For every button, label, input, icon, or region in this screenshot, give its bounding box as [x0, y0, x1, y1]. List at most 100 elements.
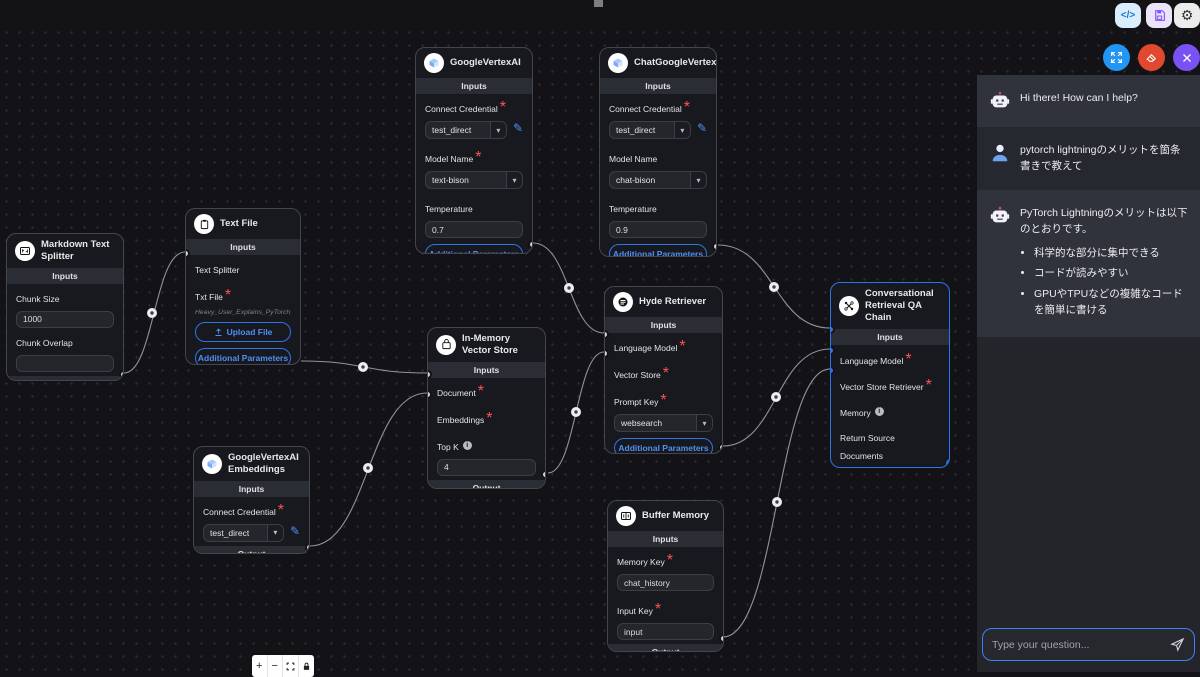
settings-button[interactable]: ⚙	[1174, 3, 1200, 28]
node-title: Hyde Retriever	[639, 296, 706, 308]
top-k-input[interactable]	[437, 459, 536, 476]
additional-parameters-button[interactable]: Additional Parameters	[195, 348, 291, 365]
chat-message-user: pytorch lightningのメリットを箇条書きで教えて	[977, 127, 1200, 190]
canvas-controls: + −	[252, 655, 314, 677]
api-code-button[interactable]: </>	[1115, 3, 1141, 28]
user-avatar	[989, 142, 1011, 164]
edit-credential-icon[interactable]: ✎	[513, 122, 523, 134]
required-marker: *	[926, 377, 932, 394]
model-select[interactable]: chat-bison▾	[609, 171, 707, 189]
input-handle-vector-store-retriever[interactable]	[830, 346, 835, 355]
input-handle-vector-store[interactable]	[604, 349, 609, 358]
memory-label: Memory	[840, 408, 871, 418]
txt-file-label: Txt File	[195, 292, 223, 302]
output-section-header: Output	[194, 546, 309, 554]
input-handle-embeddings[interactable]	[427, 390, 432, 399]
model-select[interactable]: text-bison▾	[425, 171, 523, 189]
required-marker: *	[679, 338, 685, 355]
inputs-section-header: Inputs	[428, 362, 545, 378]
zoom-in-button[interactable]: +	[252, 655, 268, 677]
save-chatflow-button[interactable]	[1146, 3, 1172, 28]
vector-store-label: Vector Store	[614, 370, 661, 380]
required-marker: *	[225, 287, 231, 304]
retriever-icon	[613, 292, 633, 312]
chat-bullet: GPUやTPUなどの複雑なコードを簡単に書ける	[1034, 286, 1188, 319]
model-name-label: Model Name	[425, 154, 473, 164]
close-icon	[1181, 52, 1193, 64]
memory-key-input[interactable]	[617, 574, 714, 591]
edit-credential-icon[interactable]: ✎	[290, 525, 300, 537]
node-text-file[interactable]: Text File Inputs Text Splitter Txt File*…	[185, 208, 301, 365]
node-title: Text File	[220, 218, 258, 230]
node-title: In-Memory Vector Store	[462, 333, 537, 357]
temperature-input[interactable]	[425, 221, 523, 238]
zoom-out-button[interactable]: −	[268, 655, 284, 677]
close-chat-button[interactable]	[1173, 44, 1200, 71]
additional-parameters-button[interactable]: Additional Parameters	[609, 244, 707, 257]
memory-key-label: Memory Key	[617, 557, 665, 567]
chat-message-bot: PyTorch Lightningのメリットは以下のとおりです。 科学的な部分に…	[977, 190, 1200, 338]
credential-select[interactable]: test_direct▾	[425, 121, 507, 139]
embeddings-label: Embeddings	[437, 415, 484, 425]
temperature-input[interactable]	[609, 221, 707, 238]
chat-input-box[interactable]	[982, 628, 1195, 661]
node-hyde-retriever[interactable]: Hyde Retriever Inputs Language Model* Ve…	[604, 286, 723, 454]
lock-icon	[302, 662, 311, 671]
credential-label: Connect Credential	[203, 507, 276, 517]
additional-parameters-button[interactable]: Additional Parameters	[614, 438, 713, 454]
output-handle[interactable]	[712, 242, 717, 251]
required-marker: *	[655, 601, 661, 618]
additional-parameters-button[interactable]: Additional Parameters	[425, 244, 523, 254]
chevron-down-icon: ▾	[690, 172, 706, 188]
chevron-down-icon: ▾	[674, 122, 690, 138]
input-handle-memory[interactable]	[830, 366, 835, 375]
temperature-label: Temperature	[425, 204, 473, 214]
inputs-section-header: Inputs	[194, 481, 309, 497]
chunk-overlap-input[interactable]	[16, 355, 114, 372]
vertex-ai-icon	[608, 53, 628, 73]
node-google-vertex-ai-embeddings[interactable]: GoogleVertexAI Embeddings Inputs Connect…	[193, 446, 310, 554]
code-icon: </>	[1121, 10, 1135, 21]
fit-view-icon	[286, 662, 295, 671]
clipboard-icon	[194, 214, 214, 234]
node-markdown-text-splitter[interactable]: Markdown Text Splitter Inputs Chunk Size…	[6, 233, 124, 381]
clear-chat-button[interactable]	[1138, 44, 1165, 71]
zoom-in-icon: +	[256, 660, 262, 672]
chat-question-input[interactable]	[992, 639, 1170, 651]
top-k-label: Top K	[437, 442, 459, 452]
lock-button[interactable]	[299, 655, 315, 677]
prompt-key-select[interactable]: websearch▾	[614, 414, 713, 432]
credential-label: Connect Credential	[609, 104, 682, 114]
node-conversational-retrieval-qa-chain[interactable]: Conversational Retrieval QA Chain Inputs…	[830, 282, 950, 468]
node-buffer-memory[interactable]: Buffer Memory Inputs Memory Key* Input K…	[607, 500, 724, 652]
fit-view-button[interactable]	[283, 655, 299, 677]
output-handle[interactable]	[719, 634, 724, 643]
inputs-section-header: Inputs	[186, 239, 300, 255]
credential-select[interactable]: test_direct▾	[609, 121, 691, 139]
uploaded-filename: Heavy_User_Explains_PyTorch_Lightning.tx…	[195, 309, 291, 316]
node-chat-google-vertex-ai[interactable]: ChatGoogleVertexAI Inputs Connect Creden…	[599, 47, 717, 257]
inputs-section-header: Inputs	[7, 268, 123, 284]
vector-store-retriever-label: Vector Store Retriever	[840, 382, 924, 392]
chat-message-text: Hi there! How can I help?	[1020, 90, 1138, 112]
send-icon[interactable]	[1170, 637, 1185, 652]
credential-select[interactable]: test_direct▾	[203, 524, 284, 542]
chunk-size-input[interactable]	[16, 311, 114, 328]
markdown-splitter-icon	[15, 241, 35, 261]
required-marker: *	[486, 410, 492, 427]
expand-chat-button[interactable]	[1103, 44, 1130, 71]
input-handle-language-model[interactable]	[604, 330, 609, 339]
input-handle[interactable]	[185, 249, 190, 258]
output-handle[interactable]	[541, 470, 546, 479]
input-key-input[interactable]	[617, 623, 714, 640]
text-splitter-label: Text Splitter	[195, 265, 239, 275]
node-in-memory-vector-store[interactable]: In-Memory Vector Store Inputs Document* …	[427, 327, 546, 489]
output-handle[interactable]	[528, 240, 533, 249]
node-title: GoogleVertexAI Embeddings	[228, 452, 301, 476]
temperature-label: Temperature	[609, 204, 657, 214]
upload-file-button[interactable]: Upload File	[195, 322, 291, 342]
required-marker: *	[684, 99, 690, 116]
node-google-vertex-ai[interactable]: GoogleVertexAI Inputs Connect Credential…	[415, 47, 533, 254]
top-center-glyph	[594, 0, 603, 7]
edit-credential-icon[interactable]: ✎	[697, 122, 707, 134]
